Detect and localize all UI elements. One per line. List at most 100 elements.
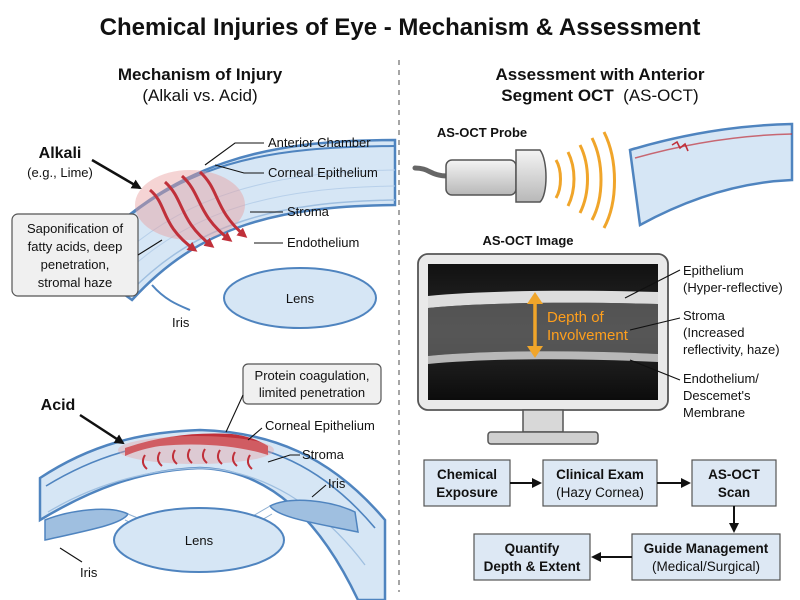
oct-epithelium-band: [428, 290, 658, 308]
oct-image-label: AS-OCT Image: [482, 233, 573, 248]
flow-step-chemical-exposure: [423, 459, 511, 507]
oct-monitor: [417, 253, 669, 445]
oct-probe: [412, 149, 547, 203]
leader-line: [137, 239, 163, 256]
depth-label-line: Depth of: [547, 309, 605, 326]
flow-step-text: AS-OCT: [708, 467, 760, 482]
left-subheading: (Alkali vs. Acid): [142, 86, 257, 105]
label-endothelium: Endothelium: [287, 235, 359, 250]
depth-label-line: Involvement: [547, 327, 629, 344]
flow-step-text: Exposure: [436, 485, 498, 500]
probe-body: [445, 159, 517, 196]
acid-lens: [113, 507, 285, 573]
alkali-note-line: penetration,: [41, 257, 110, 272]
alkali-note-line: fatty acids, deep: [28, 239, 123, 254]
oct-label-endothelium: Endothelium/: [683, 371, 759, 386]
oct-cornea-haze: [634, 133, 793, 159]
oct-label-epithelium-note: (Hyper-reflective): [683, 280, 783, 295]
acid-label-corneal-epithelium: Corneal Epithelium: [265, 418, 375, 433]
acid-iris-left: [44, 508, 130, 541]
signal-wave: [566, 151, 576, 207]
leader-line: [311, 484, 327, 498]
signal-wave: [602, 131, 616, 229]
acid-note-line: limited penetration: [259, 385, 365, 400]
alkali-stroma-line: [111, 185, 396, 287]
acid-note-line: Protein coagulation,: [255, 368, 370, 383]
left-heading: Mechanism of Injury: [118, 65, 283, 84]
flow-step-as-oct-scan: [691, 459, 777, 507]
flow-step-text: (Medical/Surgical): [652, 559, 760, 574]
leader-line: [267, 454, 300, 463]
alkali-eye-diagram: Lens Iris Anterior Chamber Corneal Epith…: [78, 135, 397, 330]
acid-coagulation-layer: [125, 433, 268, 456]
oct-endothelium-band: [428, 351, 658, 364]
oct-signal-waves: [554, 131, 616, 229]
oct-label-stroma-note: reflectivity, haze): [683, 342, 780, 357]
probe-head: [515, 149, 547, 203]
oct-label-epithelium: Epithelium: [683, 263, 744, 278]
flow-step-text: Clinical Exam: [556, 467, 644, 482]
signal-wave: [554, 159, 562, 199]
flow-step-text: Guide Management: [644, 541, 769, 556]
acid-lens-label: Lens: [185, 533, 214, 548]
label-corneal-epithelium: Corneal Epithelium: [268, 165, 378, 180]
leader-line: [624, 269, 681, 299]
oct-label-stroma-note: (Increased: [683, 325, 744, 340]
leader-line: [214, 164, 264, 174]
alkali-penetration-arrow: [198, 170, 248, 238]
acid-pointer-arrow: [79, 413, 125, 445]
alkali-iris-label: Iris: [172, 315, 190, 330]
alkali-iris: [151, 284, 191, 311]
alkali-note-line: Saponification of: [27, 221, 124, 236]
right-heading-normal: (AS-OCT): [623, 86, 699, 105]
oct-label-endothelium-note: Membrane: [683, 405, 745, 420]
alkali-penetration-arrow: [180, 174, 233, 242]
acid-eye-diagram: Lens Corneal Epithelium Stroma Iris Iris: [38, 418, 387, 600]
oct-label-endothelium-note: Descemet's: [683, 388, 751, 403]
oct-cornea-damage: [671, 140, 689, 152]
right-heading-line1: Assessment with Anterior: [495, 65, 704, 84]
alkali-haze: [135, 170, 245, 240]
acid-label-stroma: Stroma: [302, 447, 345, 462]
acid-cornea: [38, 428, 387, 600]
leader-line: [225, 394, 244, 433]
signal-wave: [590, 137, 603, 221]
acid-note-box: [242, 363, 382, 405]
acid-iris-right: [268, 499, 359, 533]
acid-label-iris: Iris: [328, 476, 346, 491]
leader-line: [629, 359, 681, 381]
alkali-note-line: stromal haze: [38, 275, 112, 290]
oct-label-stroma: Stroma: [683, 308, 726, 323]
flow-step-text: (Hazy Cornea): [556, 485, 644, 500]
signal-wave: [578, 144, 589, 214]
alkali-endothelium-line: [127, 199, 396, 295]
oct-stroma-band: [428, 302, 658, 356]
alkali-penetration-arrow: [148, 188, 198, 252]
oct-cornea: [628, 122, 794, 227]
alkali-example: (e.g., Lime): [27, 165, 93, 180]
flow-step-text: Scan: [718, 485, 750, 500]
alkali-lens-label: Lens: [286, 291, 315, 306]
page-title: Chemical Injuries of Eye - Mechanism & A…: [100, 14, 701, 41]
monitor-base: [487, 431, 599, 445]
acid-shallow-penetration: [141, 448, 253, 470]
workflow-flowchart: Chemical Exposure Clinical Exam (Hazy Co…: [423, 459, 781, 581]
alkali-label: Alkali: [39, 145, 82, 162]
probe-cable: [412, 165, 451, 179]
right-heading-bold: Segment OCT: [501, 86, 614, 105]
acid-haze: [118, 436, 274, 464]
flow-step-guide-management: [631, 533, 781, 581]
probe-label: AS-OCT Probe: [437, 125, 527, 140]
leader-line: [59, 547, 83, 563]
alkali-penetration-arrow: [163, 180, 215, 248]
label-stroma: Stroma: [287, 204, 330, 219]
depth-arrow-head-bottom: [527, 346, 543, 358]
label-anterior-chamber: Anterior Chamber: [268, 135, 371, 150]
flow-step-text: Chemical: [437, 467, 497, 482]
flow-step-text: Quantify: [505, 541, 560, 556]
alkali-pointer-arrow: [91, 158, 142, 190]
alkali-lens: [223, 267, 377, 329]
acid-label: Acid: [41, 397, 76, 414]
monitor-neck: [522, 409, 564, 433]
